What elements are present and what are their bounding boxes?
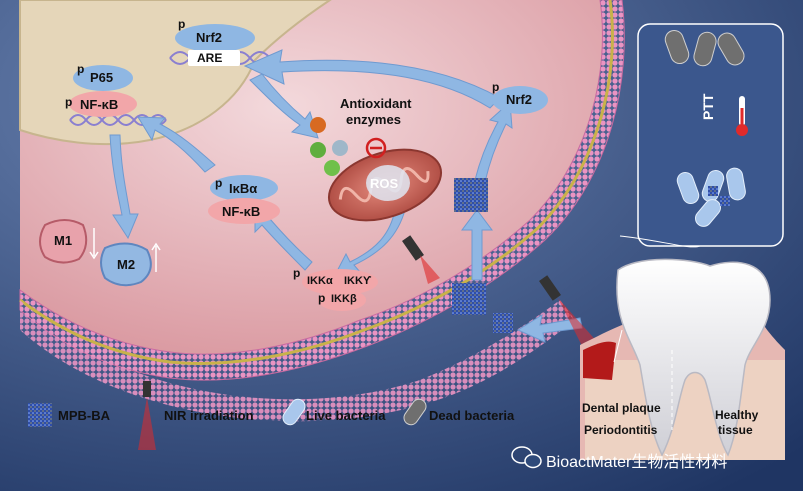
arrow-nfkb-to-nucleus bbox=[137, 116, 216, 173]
membrane-lipid-core bbox=[19, 0, 614, 365]
plaque-pointer bbox=[613, 329, 623, 363]
p-label-nrf2-right: p bbox=[492, 80, 500, 94]
healthy-label: Healthy bbox=[715, 408, 759, 422]
are-box bbox=[188, 50, 240, 66]
lower-membrane bbox=[20, 300, 575, 422]
ros-label: ROS bbox=[370, 176, 399, 191]
are-label: ARE bbox=[197, 51, 223, 65]
enzyme-dot-green bbox=[310, 142, 326, 158]
p-label-ikkb: p bbox=[318, 291, 326, 305]
p65-label: P65 bbox=[90, 70, 114, 85]
p-label-p65: p bbox=[77, 62, 85, 76]
legend-live-label: Live bacteria bbox=[306, 408, 386, 423]
legend-nir-label: NIR irradiation bbox=[164, 408, 254, 423]
nrf2-top-oval bbox=[175, 24, 255, 52]
inhibit-icon bbox=[365, 137, 387, 159]
dead-bacteria-group bbox=[664, 29, 745, 67]
ikba-oval bbox=[210, 175, 278, 201]
arrow-nrf2-to-enzymes bbox=[249, 73, 319, 139]
m1-label: M1 bbox=[54, 233, 73, 248]
p-label-ikba: p bbox=[215, 176, 223, 190]
ikba-label: IκBα bbox=[229, 181, 258, 196]
m2-label: M2 bbox=[117, 257, 136, 272]
p65-oval bbox=[73, 65, 133, 91]
ptt-connector bbox=[619, 235, 701, 248]
tissue-label: tissue bbox=[718, 423, 753, 437]
wechat-icon bbox=[511, 446, 542, 469]
enzyme-dot-grey bbox=[332, 140, 348, 156]
p-label-ikka: p bbox=[293, 266, 301, 280]
arrow-nucleus-to-m2 bbox=[109, 134, 139, 240]
nfkb-nucleus-oval bbox=[69, 91, 137, 117]
nfkb-cyto-label: NF-κB bbox=[222, 204, 261, 219]
antioxidant-label: Antioxidant bbox=[340, 96, 412, 111]
nir-laser-center bbox=[402, 235, 440, 284]
legend-dead-label: Dead bacteria bbox=[429, 408, 515, 423]
ikk-oval-top bbox=[302, 269, 378, 295]
legend-mpb-icon bbox=[28, 403, 52, 427]
nir-laser-tooth bbox=[539, 275, 600, 352]
nrf2-right-oval bbox=[492, 86, 548, 114]
ikka-label: IKKα bbox=[307, 275, 333, 287]
m1-cell bbox=[39, 219, 88, 264]
nfkb-cyto-oval bbox=[208, 198, 280, 224]
enzymes-label: enzymes bbox=[346, 112, 401, 127]
nrf2-right-label: Nrf2 bbox=[506, 92, 533, 107]
arrow-mpb-to-nrf2 bbox=[474, 100, 513, 183]
nrf2-top-label: Nrf2 bbox=[196, 30, 223, 45]
thermometer-icon bbox=[736, 96, 748, 136]
periodontitis-label: Periodontitis bbox=[584, 423, 658, 437]
ptt-mpb-2 bbox=[720, 196, 730, 206]
nfkb-nucleus-label: NF-κB bbox=[80, 97, 119, 112]
enzyme-dot-orange bbox=[310, 117, 326, 133]
p-label-nrf2-top: p bbox=[178, 17, 186, 31]
ros-cloud bbox=[366, 165, 410, 201]
ikkg-label: IKKϒ bbox=[344, 275, 372, 287]
enzyme-dot-green-2 bbox=[324, 160, 340, 176]
ptt-label: PTT bbox=[700, 93, 716, 120]
mpb-cube-membrane bbox=[452, 283, 486, 315]
arrow-mpb-up bbox=[461, 209, 493, 281]
dental-plaque-red bbox=[583, 341, 616, 380]
mpb-cube-outer bbox=[493, 313, 513, 333]
tooth bbox=[616, 258, 771, 457]
legend-live-icon bbox=[282, 398, 306, 426]
dental-plaque-label: Dental plaque bbox=[582, 401, 661, 415]
legend-dead-icon bbox=[403, 398, 427, 426]
legend-mpb-label: MPB-BA bbox=[58, 408, 110, 423]
mpb-cube-inner bbox=[454, 178, 488, 212]
legend-nir-icon bbox=[138, 381, 156, 450]
ptt-mpb-1 bbox=[708, 186, 718, 196]
live-bacteria-group bbox=[676, 167, 746, 227]
m2-cell bbox=[100, 242, 152, 287]
ikkb-label: IKKβ bbox=[331, 293, 357, 305]
ptt-panel bbox=[637, 23, 784, 247]
arrow-nrf2-to-nucleus bbox=[243, 49, 501, 109]
watermark-text: BioactMater生物活性材料 bbox=[546, 454, 728, 471]
ikk-oval-bottom bbox=[318, 289, 366, 311]
p-label-nfkb-nucleus: p bbox=[65, 95, 73, 109]
